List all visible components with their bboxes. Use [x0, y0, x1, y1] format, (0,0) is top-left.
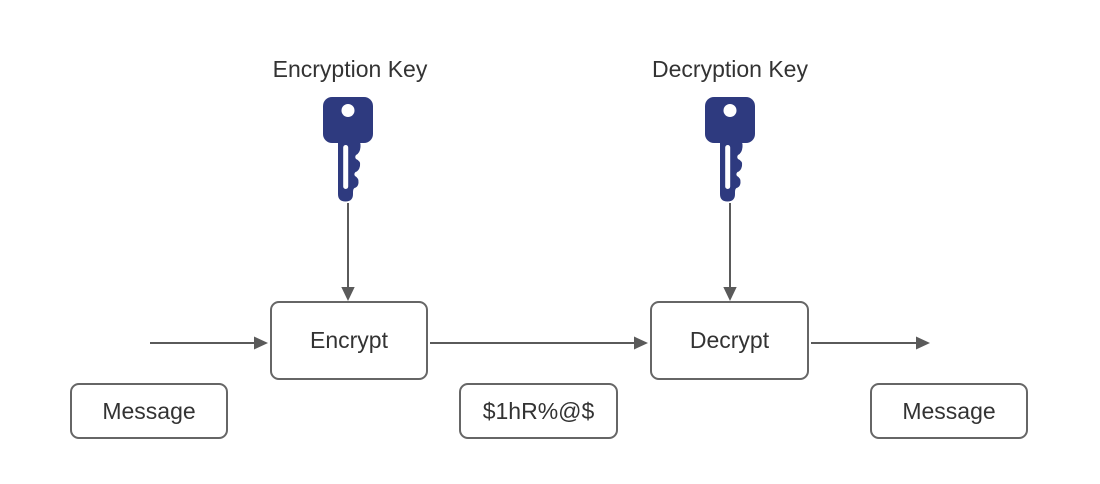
message-input-box: Message [70, 383, 228, 439]
encrypt-box: Encrypt [270, 301, 428, 380]
plaintext-output-arrow [811, 336, 930, 350]
ciphertext-flow-arrow [430, 336, 648, 350]
message-output-box: Message [870, 383, 1028, 439]
encrypt-box-label: Encrypt [310, 327, 388, 353]
message-input-label: Message [102, 397, 196, 424]
decrypt-box: Decrypt [650, 301, 809, 380]
plaintext-input-arrow [150, 336, 268, 350]
encryption-key-arrow [341, 203, 355, 301]
decrypt-box-label: Decrypt [689, 327, 770, 353]
decryption-key-arrow [723, 203, 737, 301]
encryption-key-label: Encryption Key [272, 56, 428, 82]
message-output-label: Message [902, 397, 996, 424]
decryption-key-label: Decryption Key [652, 56, 808, 82]
ciphertext-label: $1hR%@$ [482, 397, 595, 424]
key-icon [705, 97, 755, 202]
ciphertext-box: $1hR%@$ [459, 383, 618, 439]
key-icon [323, 97, 373, 202]
